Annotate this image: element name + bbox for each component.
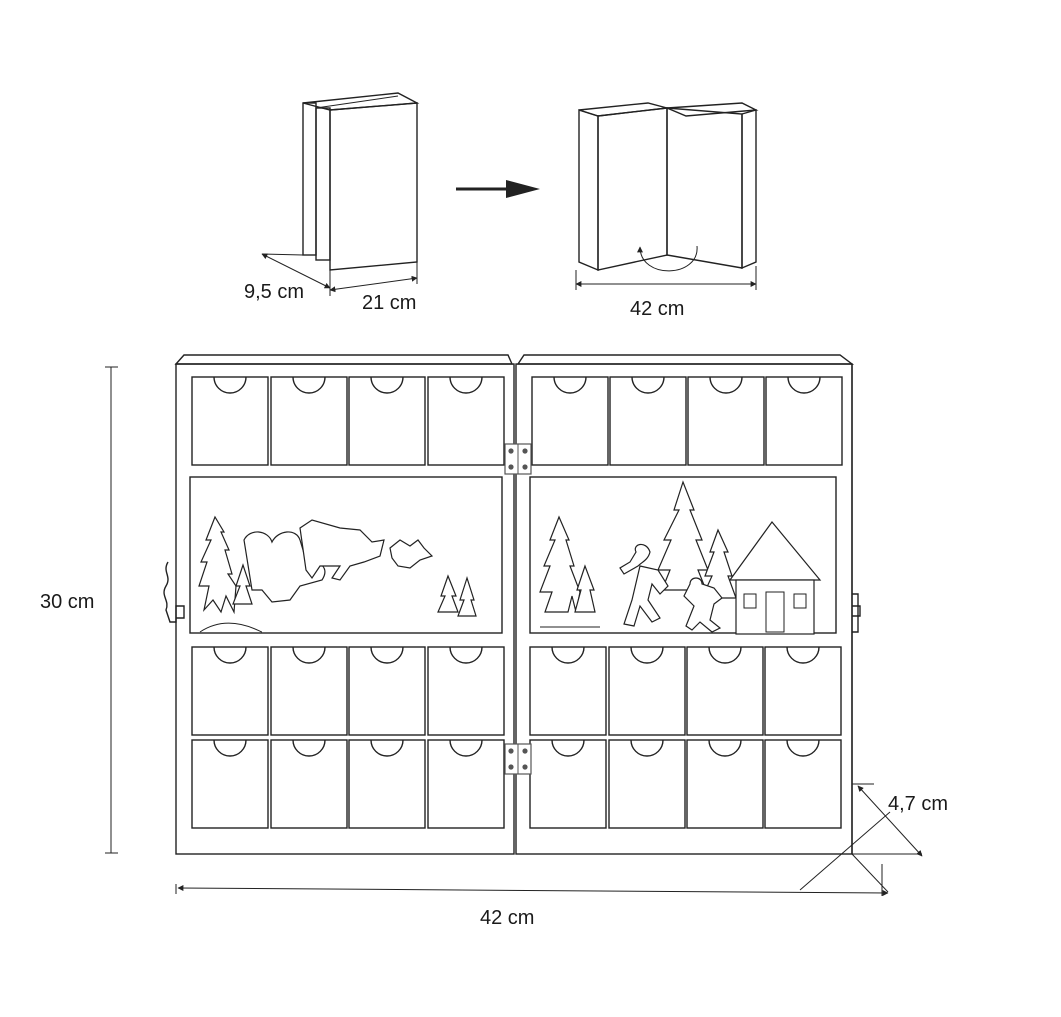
closed-width-label: 21 cm: [362, 292, 416, 314]
left-latch: [163, 561, 185, 623]
rotate-arrow-icon: [637, 245, 698, 272]
right-arrow-icon: [456, 180, 540, 198]
depth-label: 4,7 cm: [888, 793, 948, 815]
open-calendar: [105, 354, 923, 896]
house-scene: [539, 480, 822, 635]
open-width-bottom-label: 42 cm: [480, 907, 534, 929]
sleigh-scene: [198, 515, 477, 633]
opening-box: [575, 102, 759, 290]
closed-box: [261, 92, 420, 296]
closed-depth-label: 9,5 cm: [244, 281, 304, 303]
height-label: 30 cm: [40, 591, 94, 613]
right-latch: [852, 593, 861, 633]
lower-hinge: [504, 743, 532, 775]
upper-hinge: [504, 443, 532, 475]
open-width-top-label: 42 cm: [630, 298, 684, 320]
